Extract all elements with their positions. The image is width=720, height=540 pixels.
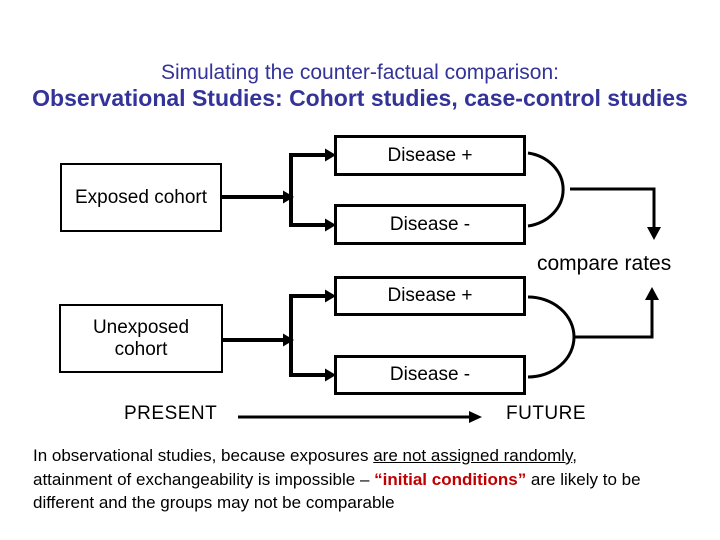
unexposed-to-compare-elbow	[574, 299, 654, 339]
exposed-disease-positive-box: Disease +	[334, 135, 526, 176]
future-label: FUTURE	[506, 403, 587, 424]
title-subtitle: Simulating the counter-factual compariso…	[160, 61, 560, 84]
unexposed-disease-negative-box: Disease -	[334, 355, 526, 395]
exposed-cohort-label: Exposed cohort	[74, 186, 208, 208]
unexposed-cohort-box: Unexposed cohort	[59, 304, 223, 373]
exposed-group-brace	[527, 151, 565, 228]
unexposed-to-diseasepos-arrowhead	[325, 289, 336, 303]
footer-paragraph: In observational studies, because exposu…	[33, 444, 719, 515]
unexposed-cohort-label: Unexposed cohort	[92, 316, 190, 360]
exposed-disease-negative-box: Disease -	[334, 204, 526, 245]
exposed-to-diseaseneg-arrowhead	[325, 218, 336, 232]
exposed-disease-positive-label: Disease +	[387, 144, 473, 166]
unexposed-disease-positive-box: Disease +	[334, 276, 526, 316]
footer-line2-prefix: attainment of exchangeability is impossi…	[33, 469, 375, 489]
footer-line3: different and the groups may not be comp…	[33, 493, 395, 512]
exposed-cohort-box: Exposed cohort	[60, 163, 222, 232]
exposed-disease-negative-label: Disease -	[389, 213, 471, 235]
exposed-out-arrowhead	[283, 190, 294, 204]
exposed-to-diseasepos-arrowhead	[325, 148, 336, 162]
title-block: Simulating the counter-factual compariso…	[0, 61, 720, 111]
footer-highlight-phrase: “initial conditions”	[374, 469, 527, 489]
unexposed-disease-positive-label: Disease +	[387, 285, 473, 306]
unexposed-group-brace	[527, 295, 576, 379]
footer-line1-suffix: ,	[572, 446, 578, 465]
exposed-to-compare-elbow	[570, 187, 656, 228]
exposed-to-compare-arrowhead	[647, 227, 661, 240]
present-label: PRESENT	[124, 403, 218, 424]
unexposed-out-arrowhead	[283, 333, 294, 347]
page-title: Observational Studies: Cohort studies, c…	[32, 85, 688, 111]
unexposed-to-compare-arrowhead	[645, 287, 659, 300]
footer-line2-suffix: are likely to be	[526, 469, 641, 489]
footer-line1-prefix: In observational studies, because exposu…	[33, 446, 374, 465]
unexposed-to-diseaseneg-arrowhead	[325, 368, 336, 382]
unexposed-disease-negative-label: Disease -	[389, 364, 471, 385]
compare-rates-label: compare rates	[537, 252, 672, 275]
footer-underlined-phrase: are not assigned randomly	[373, 446, 573, 465]
timeline-arrowhead	[469, 411, 482, 423]
